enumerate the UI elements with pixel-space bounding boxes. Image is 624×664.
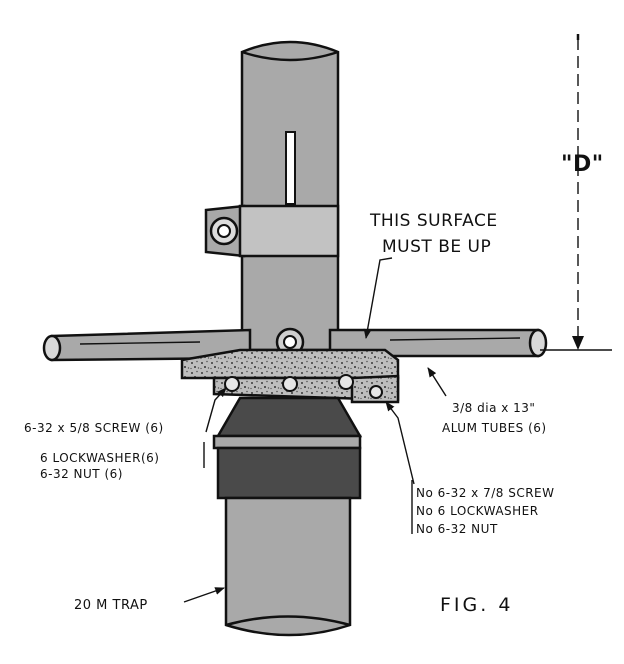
mast-slot <box>285 131 296 205</box>
tube-size-label: 3/8 dia x 13" <box>452 401 535 415</box>
dimension-label: "D" <box>561 152 604 177</box>
screw-head-icon <box>338 374 354 390</box>
hardware-nut: No 6-32 NUT <box>416 522 498 536</box>
hardware-lockwasher: No 6 LOCKWASHER <box>416 504 539 518</box>
figure-label: FIG. 4 <box>440 594 513 616</box>
mounting-block <box>180 348 400 404</box>
screw-head-icon <box>369 385 383 399</box>
hose-clamp <box>204 204 340 258</box>
trap-label: 20 M TRAP <box>74 598 148 613</box>
dimension-d <box>540 34 612 351</box>
hardware-screw: No 6-32 x 7/8 SCREW <box>416 486 555 500</box>
washer-label: 6 LOCKWASHER(6) <box>40 451 159 465</box>
eye-bolt <box>275 327 305 357</box>
upper-mast <box>240 40 340 352</box>
surface-note-line2: MUST BE UP <box>382 237 491 257</box>
surface-note-line1: THIS SURFACE <box>369 211 498 231</box>
screw-head-icon <box>224 376 240 392</box>
leader-lines <box>183 257 447 603</box>
tube-count-label: ALUM TUBES (6) <box>442 421 547 435</box>
screw-head-icon <box>282 376 298 392</box>
block-screws <box>224 374 383 399</box>
trap-body <box>212 396 363 637</box>
screw-label: 6-32 x 5/8 SCREW (6) <box>24 421 164 435</box>
nut-label: 6-32 NUT (6) <box>40 467 123 481</box>
